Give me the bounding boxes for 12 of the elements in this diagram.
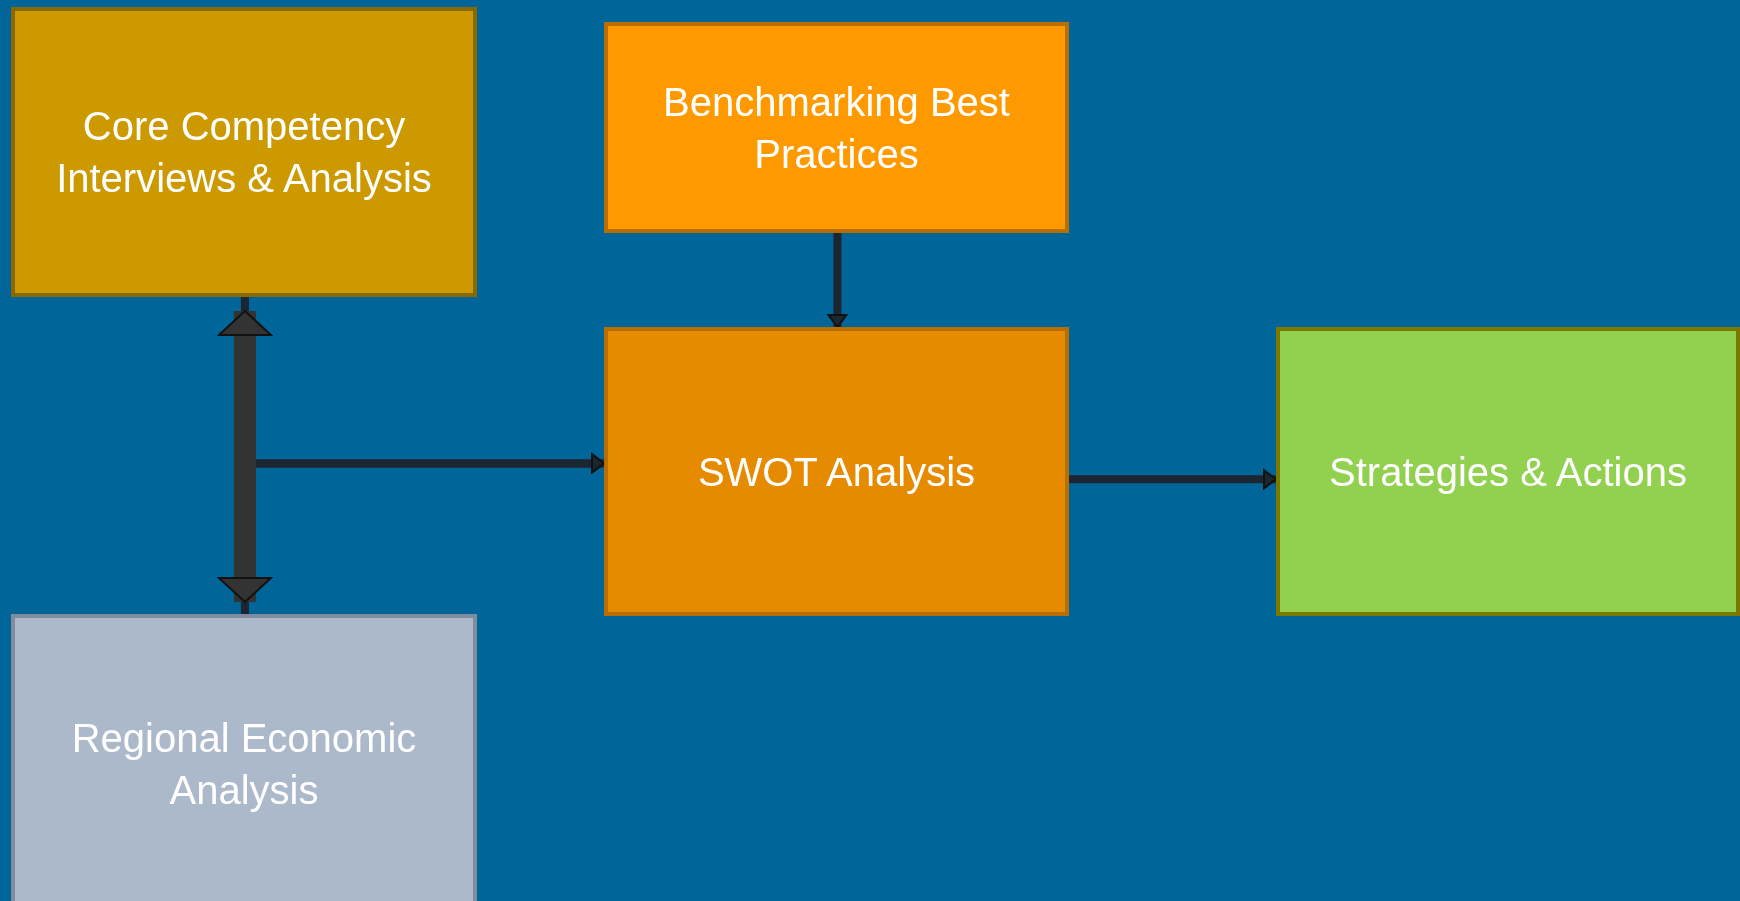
process-box (11, 614, 477, 901)
box-label: Core Competency Interviews & Analysis (55, 103, 433, 202)
arrow (827, 233, 848, 328)
box-label: Regional Economic Analysis (70, 715, 418, 814)
process-box (604, 22, 1069, 233)
box-label: Strategies & Actions (1329, 448, 1687, 496)
box-label: Benchmarking Best Practices (662, 78, 1011, 178)
box-label: SWOT Analysis (697, 448, 976, 496)
process-box (11, 7, 477, 297)
double-arrow (217, 310, 272, 603)
process-box (604, 327, 1069, 616)
process-box (1276, 327, 1740, 616)
